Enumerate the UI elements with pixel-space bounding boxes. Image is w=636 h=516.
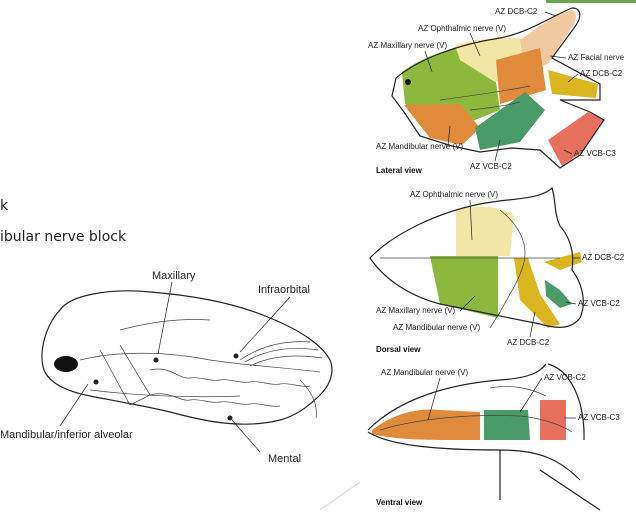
slide-heading-mandibular-block: ibular nerve block [0, 229, 127, 245]
lateral-label-dcb-c2-right: AZ DCB-C2 [580, 69, 623, 78]
region-vcb-c2 [475, 92, 545, 150]
lateral-view-title: Lateral view [376, 166, 423, 175]
ventral-region-vcb-c2 [484, 410, 530, 440]
lateral-label-vcb-c2: AZ VCB-C2 [470, 162, 512, 171]
top-accent-bar [546, 0, 636, 3]
region-vcb-c3 [548, 112, 604, 166]
ventral-label-vcb-c3: AZ VCB-C3 [578, 413, 620, 422]
skull-lateral-drawing [41, 281, 333, 453]
dorsal-region-ophthalmic [456, 206, 514, 256]
dorsal-label-ophthalmic: AZ Ophthalmic nerve (V) [410, 190, 498, 199]
label-infraorbital: Infraorbital [258, 284, 310, 296]
ventral-view-figure [367, 363, 601, 511]
dorsal-region-vcb-c2 [545, 280, 572, 308]
dorsal-label-dcb-c2-bottom: AZ DCB-C2 [507, 338, 550, 347]
lateral-label-ophthalmic: AZ Ophthalmic nerve (V) [418, 24, 506, 33]
lateral-label-facial: AZ Facial nerve [568, 53, 625, 62]
dorsal-label-vcb-c2: AZ VCB-C2 [578, 299, 620, 308]
label-maxillary: Maxillary [152, 270, 196, 282]
lateral-view-figure [391, 7, 605, 169]
label-mandibular-inferior-alveolar: Mandibular/inferior alveolar [0, 429, 133, 441]
dorsal-region-maxillary [430, 256, 498, 318]
dorsal-view-figure [369, 186, 584, 328]
dorsal-label-dcb-c2-right: AZ DCB-C2 [582, 253, 625, 262]
dorsal-view-title: Dorsal view [376, 345, 421, 354]
label-mental: Mental [268, 453, 301, 465]
region-dcb-c2 [548, 70, 598, 98]
ventral-label-vcb-c2: AZ VCB-C2 [544, 373, 586, 382]
dorsal-region-dcb-c2-right [544, 252, 582, 270]
lateral-label-maxillary: AZ Maxillary nerve (V) [368, 41, 447, 50]
lateral-label-az-dcb-c2-top: AZ DCB-C2 [495, 7, 538, 16]
slide-bullet-text: k [0, 198, 9, 214]
ventral-region-vcb-c3 [540, 400, 566, 440]
decorative-line [319, 481, 361, 511]
lateral-label-mandibular: AZ Mandibular nerve (V) [376, 142, 463, 151]
dorsal-label-maxillary: AZ Maxillary nerve (V) [376, 306, 455, 315]
dorsal-label-mandibular: AZ Mandibular nerve (V) [393, 323, 480, 332]
dorsal-region-dcb-c2 [514, 258, 560, 328]
ventral-label-mandibular: AZ Mandibular nerve (V) [381, 368, 468, 377]
region-mandibular [404, 104, 480, 145]
lateral-label-vcb-c3: AZ VCB-C3 [574, 149, 616, 158]
ventral-view-title: Ventral view [376, 498, 423, 507]
